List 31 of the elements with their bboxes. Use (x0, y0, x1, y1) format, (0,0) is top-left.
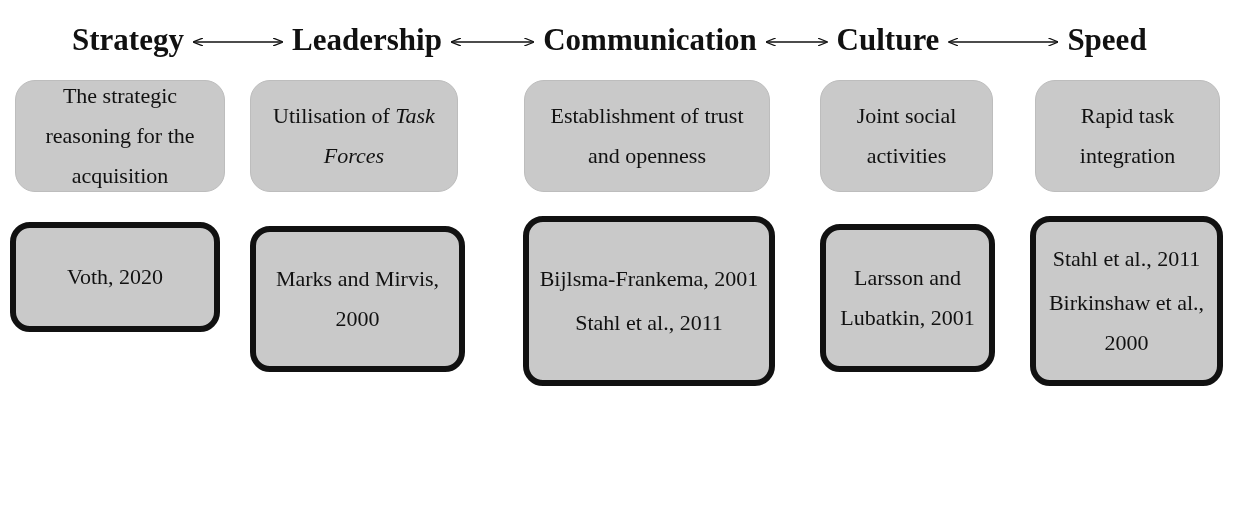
reference-text: Bijlsma-Frankema, 2001 (539, 265, 759, 293)
reference-text: Marks and Mirvis, 2000 (274, 265, 441, 333)
reference-text: Birkinshaw et al., 2000 (1047, 289, 1206, 357)
heading-text: Leadership (292, 22, 442, 58)
reference-box (10, 222, 220, 332)
topic-box (524, 80, 770, 192)
topic-text: Utilisation of Task Forces (272, 102, 436, 170)
topic-box (820, 80, 993, 192)
reference-text: Larsson and Lubatkin, 2001 (839, 264, 976, 332)
double-arrow (947, 37, 1060, 47)
topic-text: Joint social activities (855, 102, 958, 170)
heading-text: Speed (1067, 22, 1147, 58)
double-arrow (192, 37, 284, 47)
topic-box (15, 80, 225, 192)
heading-text: Communication (543, 22, 757, 58)
topic-box (1035, 80, 1220, 192)
reference-box (250, 226, 465, 372)
double-arrow (450, 37, 535, 47)
reference-box (523, 216, 775, 386)
heading-text: Culture (836, 22, 940, 58)
topic-text: The strategic reasoning for the acquisition (44, 82, 196, 190)
heading-text: Strategy (72, 22, 184, 58)
topic-box (250, 80, 458, 192)
topic-text: Rapid task integration (1078, 102, 1177, 170)
reference-text: Stahl et al., 2011 (1052, 245, 1201, 273)
topic-text: Establishment of trust and openness (549, 102, 745, 170)
reference-box (1030, 216, 1223, 386)
reference-text: Voth, 2020 (66, 263, 164, 291)
reference-text: Stahl et al., 2011 (575, 309, 723, 337)
double-arrow (765, 37, 829, 47)
reference-box (820, 224, 995, 372)
